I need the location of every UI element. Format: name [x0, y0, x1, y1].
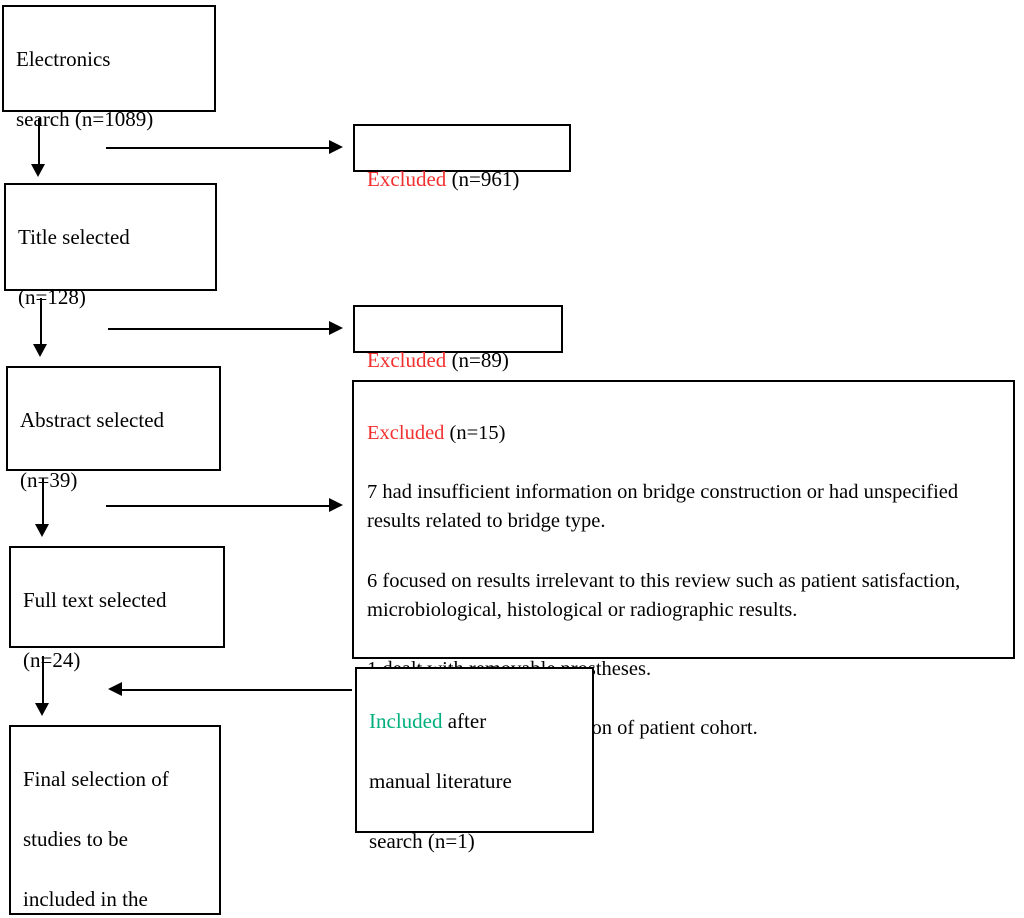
node-abstract-selected: Abstract selected (n=39)	[6, 366, 221, 492]
connector-arrow-title-to-abstract	[33, 344, 47, 357]
connector-arrow-to-excluded-15	[329, 498, 343, 512]
connector-arrow-fulltext-to-final	[35, 703, 49, 716]
node-included-manual: Included after manual literature search …	[355, 667, 594, 853]
excluded-15-keyword: Excluded	[367, 422, 445, 445]
connector-arrow-to-excluded-961	[329, 140, 343, 154]
node-excluded-89: Excluded (n=89)	[353, 305, 563, 372]
abstract-selected-line2: (n=39)	[20, 468, 78, 493]
title-selected-line1: Title selected	[18, 225, 130, 250]
excluded-15-text: Excluded (n=15)	[367, 419, 1001, 448]
full-text-selected-line2: (n=24)	[23, 648, 81, 673]
electronics-search-line2: search (n=1089)	[16, 107, 154, 132]
node-final-selection: Final selection of studies to be include…	[9, 725, 221, 915]
connector-arrow-abstract-to-fulltext	[35, 524, 49, 537]
connector-line-search-to-title	[38, 118, 40, 166]
connector-line-to-excluded-961	[106, 147, 330, 149]
excluded-15-count: (n=15)	[444, 422, 506, 445]
connector-line-title-to-abstract	[40, 298, 42, 346]
connector-line-to-excluded-15	[106, 505, 330, 507]
connector-line-to-excluded-89	[108, 328, 330, 330]
connector-line-fulltext-to-final	[42, 656, 44, 706]
node-title-selected: Title selected (n=128)	[4, 183, 217, 309]
excluded-961-text: Excluded (n=961)	[367, 165, 559, 194]
excluded-961-count: (n=961)	[446, 167, 520, 192]
excluded-15-reason-2: 6 focused on results irrelevant to this …	[367, 569, 961, 621]
included-manual-line2: manual literature	[369, 769, 512, 794]
final-selection-line1: Final selection of	[23, 767, 169, 792]
node-electronics-search: Electronics search (n=1089)	[2, 5, 216, 131]
connector-arrow-to-excluded-89	[329, 321, 343, 335]
node-full-text-selected: Full text selected (n=24)	[9, 546, 225, 672]
included-manual-line3: search (n=1)	[369, 828, 475, 853]
included-manual-line1: Included after	[369, 707, 582, 736]
final-selection-line3: included in the	[23, 886, 148, 911]
excluded-15-reason-1: 7 had insufficient information on bridge…	[367, 481, 959, 533]
node-excluded-15: Excluded (n=15) 7 had insufficient infor…	[352, 380, 1015, 739]
excluded-89-keyword: Excluded	[367, 348, 447, 373]
node-excluded-961: Excluded (n=961)	[353, 124, 571, 191]
excluded-961-keyword: Excluded	[367, 167, 447, 192]
title-selected-line2: (n=128)	[18, 285, 86, 310]
abstract-selected-line1: Abstract selected	[20, 408, 165, 433]
full-text-selected-line1: Full text selected	[23, 588, 167, 613]
final-selection-line2: studies to be	[23, 827, 128, 852]
connector-line-included-to-final	[122, 689, 352, 691]
electronics-search-line1: Electronics	[16, 47, 111, 72]
connector-arrow-included-to-final	[108, 682, 122, 696]
connector-line-abstract-to-fulltext	[42, 478, 44, 526]
connector-arrow-search-to-title	[31, 164, 45, 177]
included-manual-keyword: Included	[369, 709, 443, 734]
included-manual-rest: after	[442, 709, 487, 734]
excluded-89-count: (n=89)	[446, 348, 509, 373]
excluded-89-text: Excluded (n=89)	[367, 346, 551, 375]
